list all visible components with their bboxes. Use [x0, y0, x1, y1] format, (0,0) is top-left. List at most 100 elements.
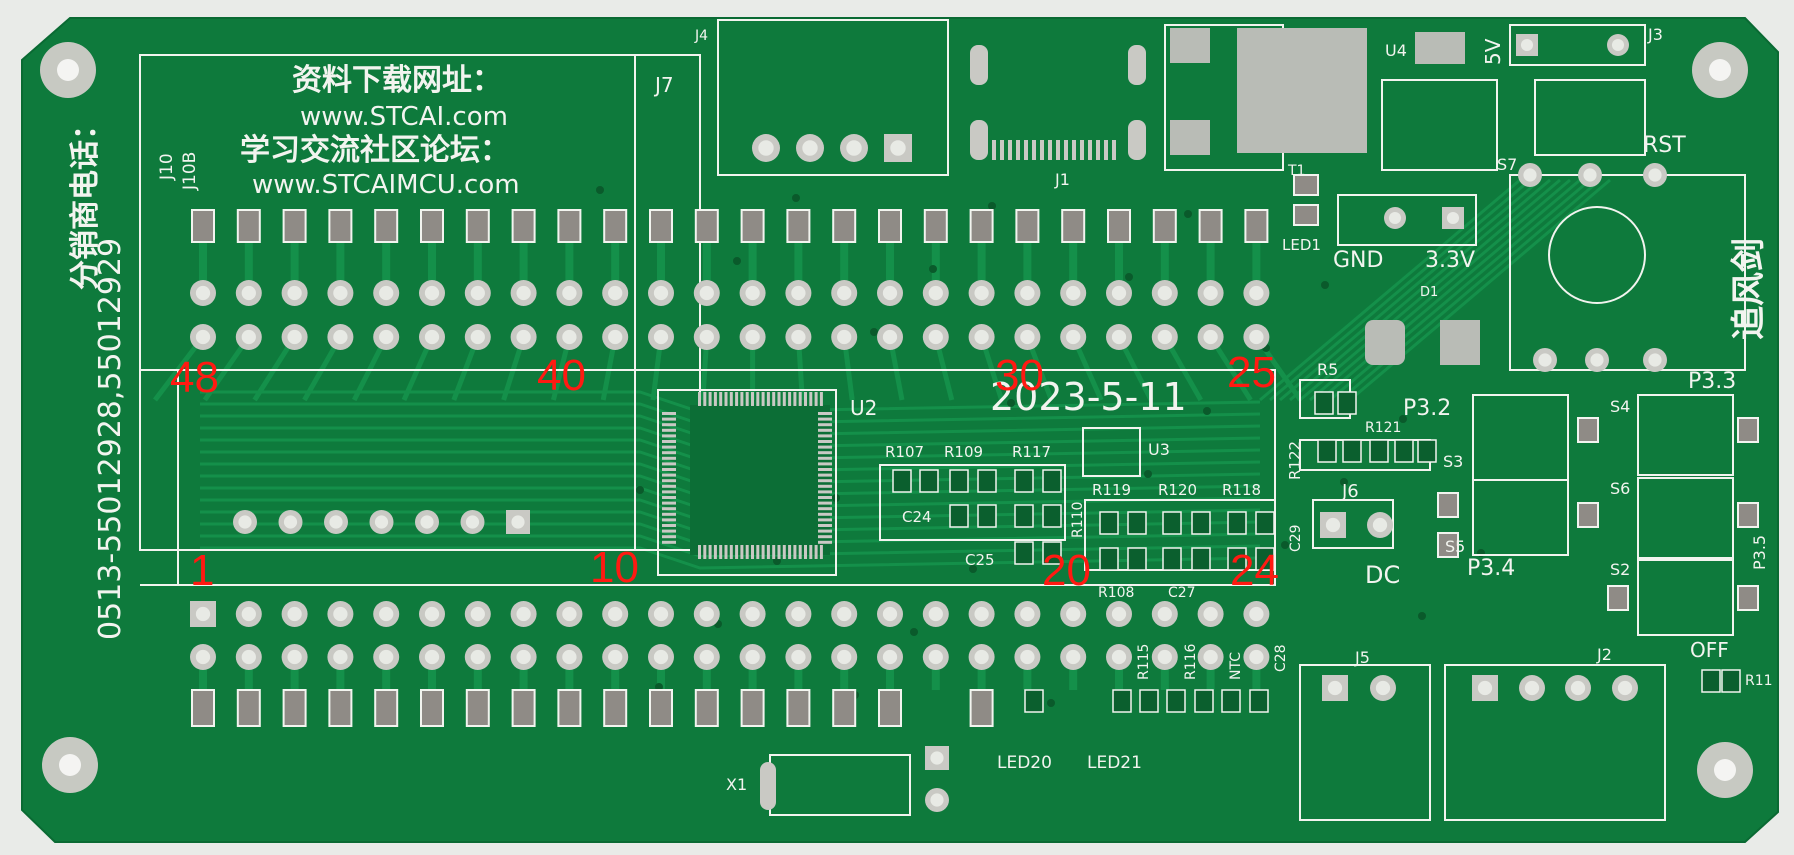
through-hole-pad: [1643, 163, 1667, 187]
via: [929, 265, 937, 273]
passive-footprint: [1369, 439, 1389, 463]
ref-j6: J6: [1341, 481, 1359, 502]
through-hole-pad: [1612, 675, 1638, 701]
through-hole-pad: [281, 280, 308, 306]
passive-footprint: [1317, 439, 1337, 463]
through-hole-pad: [785, 601, 812, 627]
through-hole-pad: [968, 644, 995, 670]
ref-j2: J2: [1596, 645, 1612, 664]
through-hole-pad: [922, 601, 949, 627]
usb-connector-j1: [970, 45, 1146, 160]
through-hole-pad: [556, 601, 583, 627]
ref-led20: LED20: [997, 753, 1052, 773]
through-hole-pad: [460, 510, 485, 534]
through-hole-pad: [419, 280, 445, 306]
smd-pad: [649, 209, 673, 243]
passive-footprint: [1417, 439, 1437, 463]
smd-pad: [282, 209, 307, 243]
via: [1125, 273, 1133, 281]
smd-pad: [694, 209, 719, 243]
components: [662, 28, 1741, 810]
through-hole-pad: [693, 280, 720, 306]
passive-footprint: [1099, 547, 1119, 571]
through-hole-pad: [648, 601, 674, 627]
passive-footprint: [1127, 511, 1147, 535]
ref-x1: X1: [726, 775, 747, 794]
through-hole-pad: [877, 644, 903, 670]
through-hole-pad: [1060, 324, 1087, 350]
through-hole-pad: [281, 601, 308, 627]
smd-pad: [1293, 204, 1319, 226]
through-hole-pad: [1322, 675, 1348, 701]
through-hole-pad: [925, 788, 949, 812]
through-hole-pad: [1516, 34, 1538, 56]
smd-pad: [1437, 492, 1459, 518]
smd-pad: [1737, 417, 1759, 443]
via: [733, 257, 741, 265]
ref-r5: R5: [1317, 360, 1338, 379]
smd-pad: [236, 209, 261, 243]
passive-footprint: [1042, 504, 1062, 528]
smd-pad: [1107, 209, 1131, 243]
through-hole-pad: [278, 510, 303, 534]
ref-r117: R117: [1012, 443, 1051, 461]
through-hole-pad: [968, 324, 995, 350]
ref-dc: DC: [1365, 561, 1400, 589]
via: [1144, 470, 1152, 478]
through-hole-pad: [415, 510, 439, 534]
pin-annotations: 48 40 30 25 1 10 20 24: [170, 348, 1279, 595]
brand-text: 追风剑: [1729, 238, 1769, 340]
smd-pad: [191, 689, 215, 727]
through-hole-pad: [510, 280, 537, 306]
passive-footprint: [1255, 547, 1275, 571]
diode-d1-pad-a: [1365, 320, 1405, 365]
via: [988, 202, 996, 210]
through-hole-pad: [1320, 512, 1346, 538]
through-hole-pad: [1014, 644, 1041, 670]
smd-pad: [236, 689, 261, 727]
through-hole-pad: [840, 134, 868, 162]
regulator-u4: [1415, 32, 1465, 64]
through-hole-pad: [419, 644, 445, 670]
smd-pad: [1293, 174, 1319, 196]
ref-u4: U4: [1385, 41, 1407, 60]
ref-d1: D1: [1420, 285, 1438, 300]
smd-pad: [511, 209, 536, 243]
through-hole-pad: [1014, 601, 1041, 627]
through-hole-pad: [1442, 207, 1464, 229]
ref-gnd: GND: [1333, 248, 1383, 273]
passive-footprint: [1221, 689, 1241, 713]
through-hole-pad: [831, 601, 858, 627]
via: [1281, 541, 1289, 549]
through-hole-pad: [1197, 280, 1224, 306]
through-hole-pad: [190, 644, 216, 670]
smd-pad: [420, 689, 444, 727]
through-hole-pad: [1533, 348, 1557, 372]
through-hole-pad: [510, 601, 537, 627]
pin-label-40: 40: [537, 351, 586, 400]
ref-u3: U3: [1148, 440, 1170, 459]
through-hole-pad: [1367, 512, 1393, 538]
download-url: www.STCAI.com: [300, 102, 508, 132]
via: [1047, 699, 1055, 707]
smd-pad: [191, 209, 215, 243]
through-hole-pad: [369, 510, 394, 534]
ref-p35: P3.5: [1750, 535, 1769, 570]
pad-rows: [190, 34, 1759, 812]
through-hole-pad: [190, 324, 216, 350]
through-hole-pad: [693, 324, 720, 350]
through-hole-pad: [877, 324, 903, 350]
forum-url: www.STCAIMCU.com: [252, 170, 520, 200]
through-hole-pad: [968, 280, 995, 306]
pin-label-1: 1: [190, 546, 214, 595]
ref-p32: P3.2: [1403, 396, 1451, 421]
ref-r122: R122: [1286, 441, 1304, 480]
ref-t1: T1: [1287, 163, 1305, 179]
smd-pad: [878, 209, 902, 243]
pin-label-30: 30: [995, 351, 1044, 400]
through-hole-pad: [739, 601, 766, 627]
smd-pad: [649, 689, 673, 727]
silkscreen-text: 资料下载网址： www.STCAI.com 学习交流社区论坛： www.STCA…: [68, 25, 1773, 794]
through-hole-pad: [327, 644, 354, 670]
pin-label-25: 25: [1227, 348, 1276, 397]
